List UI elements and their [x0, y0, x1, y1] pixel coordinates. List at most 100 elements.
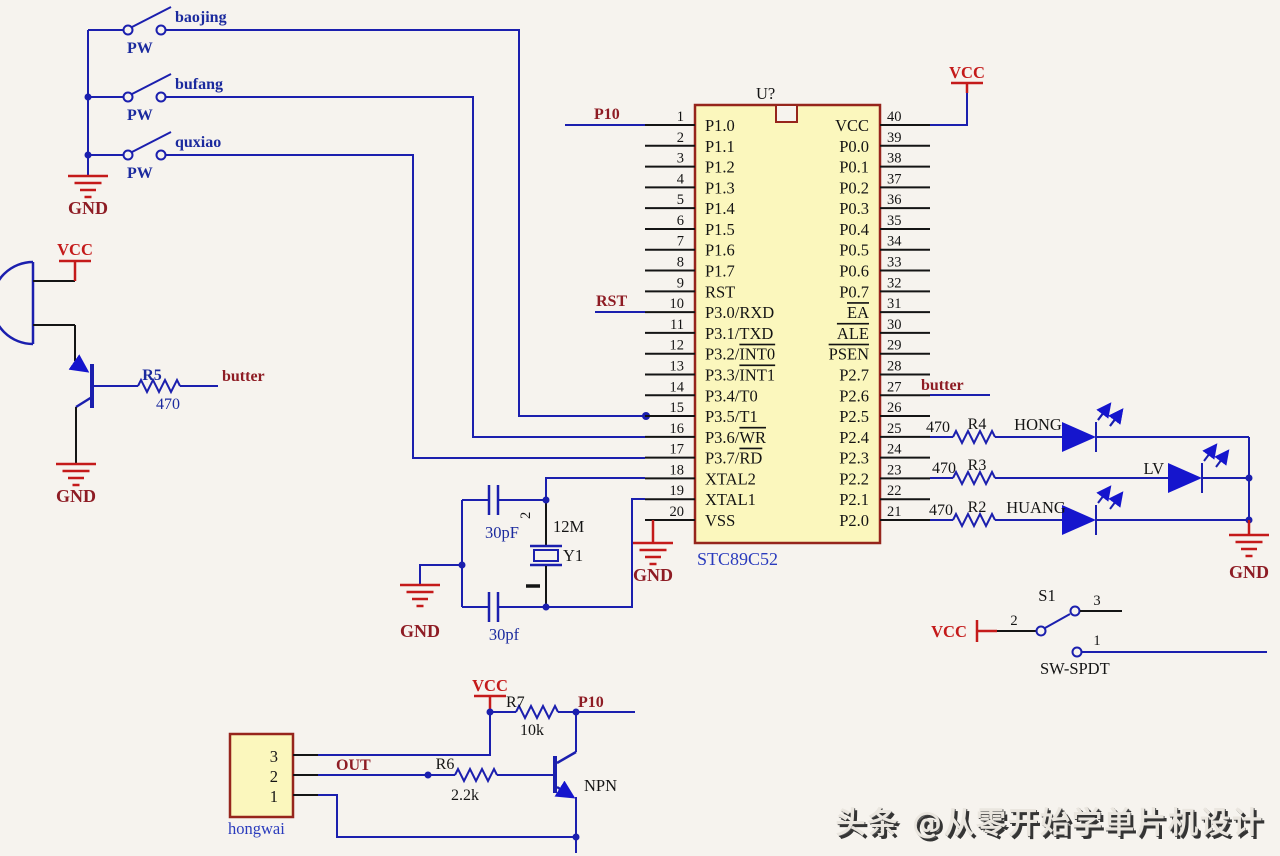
- ic-pin-number: 35: [887, 213, 902, 229]
- switch-contact: [122, 91, 134, 103]
- gnd-symbol: [398, 583, 442, 608]
- r5-designator: R5: [142, 367, 162, 384]
- vcc-symbol: [951, 81, 983, 93]
- ic-pin-label: ALE: [837, 324, 869, 343]
- ic-pin-label: P3.5/T1: [705, 407, 758, 426]
- led-hong: [1062, 422, 1096, 452]
- led-lv: [1168, 463, 1202, 493]
- r7-designator: R7: [506, 694, 525, 711]
- junction-dot: [84, 93, 92, 101]
- ic-pin-label: P0.7: [839, 282, 869, 301]
- ic-pin-number: 10: [670, 296, 685, 312]
- capacitor-bottom: [487, 592, 500, 622]
- ic-pin-number: 14: [670, 379, 685, 395]
- r4-designator: R4: [968, 416, 987, 433]
- wire-baojing-to-pin15: [166, 29, 646, 417]
- s1-designator: S1: [1038, 586, 1055, 605]
- vcc-label: VCC: [931, 622, 967, 641]
- ic-pin-label: P0.3: [839, 199, 869, 218]
- wire: [930, 93, 968, 126]
- ic-pin-number: 12: [670, 338, 685, 354]
- ic-pin-number: 13: [670, 358, 685, 374]
- switch-contact: [1069, 605, 1081, 617]
- ic-pin-label: P1.6: [705, 241, 735, 260]
- ic-pin-label: P2.3: [839, 449, 869, 468]
- ic-pin-number: 38: [887, 151, 902, 167]
- switch-designator: PW: [127, 107, 153, 124]
- ic-pin-label: XTAL1: [705, 490, 756, 509]
- resistor-r2: [952, 511, 996, 529]
- net-label-quxiao: quxiao: [175, 134, 221, 151]
- ic-pin-number: 37: [887, 171, 902, 187]
- ic-pin-label: P0.1: [839, 158, 869, 177]
- ic-pin-label: P2.7: [839, 365, 869, 384]
- gnd-label: GND: [56, 486, 96, 506]
- ic-pin-number: 24: [887, 442, 902, 458]
- ic-pin-number: 11: [670, 317, 684, 333]
- connector-stubs: [293, 754, 318, 796]
- junction-dot: [542, 603, 550, 611]
- ic-designator: U?: [756, 84, 775, 103]
- ic-pin-number: 5: [677, 192, 684, 208]
- watermark: 头条 @从零开始学单片机设计: [835, 806, 1264, 841]
- crystal-pin2-number: 2: [518, 512, 534, 519]
- ic-pin-number: 20: [670, 504, 685, 520]
- buzzer-circuit: VCC GND R5 470 butter: [0, 240, 265, 506]
- ic-pin-number: 33: [887, 255, 902, 271]
- ir-circuit: 3 2 1 hongwai VCC R7 10k P10 OUT R6 2.2k…: [228, 676, 635, 853]
- ic-pin-label: P3.4/T0: [705, 386, 758, 405]
- ic-pin-number: 39: [887, 130, 902, 146]
- r6-designator: R6: [436, 756, 455, 773]
- net-label-out: OUT: [336, 757, 371, 774]
- ic-pin-number: 9: [677, 275, 684, 291]
- ic-pin-number: 21: [887, 504, 902, 520]
- gnd-label: GND: [68, 198, 108, 218]
- ic-pin-label: P3.0/RXD: [705, 303, 774, 322]
- alarm-switch-bank: baojing PW bufang PW quxiao PW GND: [66, 6, 650, 459]
- led-arrow: [1202, 443, 1218, 462]
- ic-pin-number: 25: [887, 421, 902, 437]
- hongwai-pin1: 1: [270, 787, 278, 806]
- ic-pin-label: RST: [705, 282, 735, 301]
- buzzer-symbol-arc: [0, 260, 34, 346]
- ic-pin-number: 30: [887, 317, 902, 333]
- gnd-symbol: [66, 174, 110, 199]
- resistor-r4: [952, 428, 996, 446]
- r2-designator: R2: [968, 499, 987, 516]
- gnd-label: GND: [633, 565, 673, 585]
- ic-pin-label: P3.3/INT1: [705, 365, 775, 384]
- r3-designator: R3: [968, 457, 987, 474]
- cap-bottom-value: 30pf: [489, 625, 520, 644]
- ic-pin-number: 8: [677, 255, 684, 271]
- net-label-baojing: baojing: [175, 9, 227, 26]
- switch-contact: [1035, 625, 1047, 637]
- switch-lever: [131, 73, 172, 95]
- ic-pin-label: P2.2: [839, 469, 869, 488]
- ic-pin-number: 6: [677, 213, 684, 229]
- switch-contact: [155, 91, 167, 103]
- led-circuit: 470 R4 HONG 470 R3 LV 470 R2 HUANG GND: [926, 402, 1271, 582]
- net-label-p10: P10: [578, 694, 604, 711]
- ic-pin-number: 32: [887, 275, 902, 291]
- ic-pin-number: 29: [887, 338, 902, 354]
- ic-pin-label: PSEN: [829, 345, 869, 364]
- crystal-body: [533, 549, 559, 562]
- ic-pin-number: 22: [887, 483, 902, 499]
- net-label-butter: butter: [921, 377, 964, 394]
- ic-pin-number: 4: [677, 171, 685, 187]
- ic-pin-number: 18: [670, 462, 685, 478]
- led-arrow: [1108, 491, 1124, 510]
- ic-pin-label: P3.1/TXD: [705, 324, 773, 343]
- r5-value: 470: [156, 396, 180, 413]
- ic-pin-label: P1.0: [705, 116, 735, 135]
- hongwai-designator: hongwai: [228, 819, 285, 838]
- led-arrow: [1108, 408, 1124, 427]
- wire: [419, 564, 462, 585]
- capacitor-top: [487, 485, 500, 515]
- led-arrow: [1096, 402, 1112, 421]
- ic-pin-label: P0.5: [839, 241, 869, 260]
- ic-pin-label: P2.5: [839, 407, 869, 426]
- wire-bufang-to-pin16: [166, 96, 645, 438]
